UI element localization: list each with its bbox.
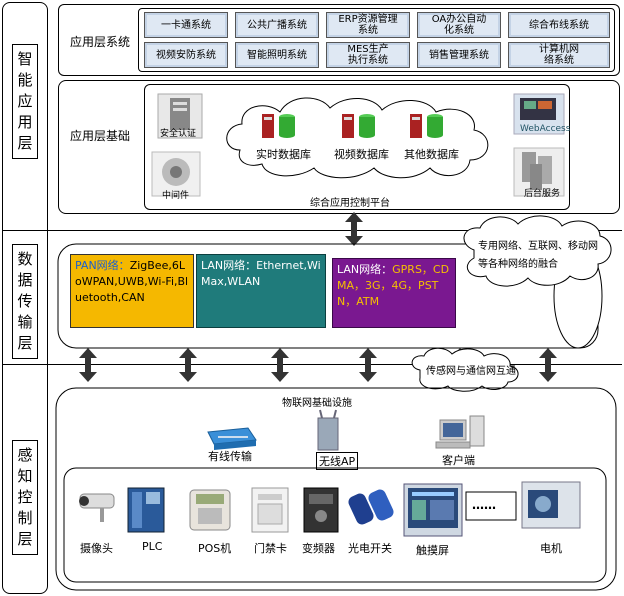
double-arrow bbox=[179, 348, 197, 382]
layer-label-perception: 感知控制层 bbox=[12, 440, 38, 555]
system-label: 视频安防系统 bbox=[156, 49, 216, 61]
infra-label: 客户端 bbox=[442, 454, 475, 467]
device-label: 光电开关 bbox=[348, 542, 392, 555]
devices-frame bbox=[63, 467, 607, 583]
perception-frame bbox=[55, 387, 617, 591]
system-button[interactable]: 销售管理系统 bbox=[417, 42, 501, 68]
system-button[interactable]: 计算机网络系统 bbox=[508, 42, 610, 68]
app-base-panel bbox=[58, 80, 620, 214]
icon-label: 后台服务 bbox=[524, 189, 561, 199]
double-arrow bbox=[345, 212, 363, 246]
backend-service-icon bbox=[513, 147, 565, 197]
system-label: 综合布线系统 bbox=[529, 19, 589, 31]
system-button[interactable]: 一卡通系统 bbox=[144, 12, 228, 38]
device-label: 电机 bbox=[540, 542, 562, 555]
camera-icon bbox=[79, 493, 115, 522]
system-button[interactable]: OA办公自动化系统 bbox=[417, 12, 501, 38]
ellipsis-box bbox=[465, 491, 517, 521]
system-button[interactable]: ERP资源管理系统 bbox=[326, 12, 410, 38]
device-label: 摄像头 bbox=[80, 542, 113, 555]
lan-text: Ethernet,WiMax,WLAN bbox=[201, 259, 321, 288]
system-button[interactable]: 视频安防系统 bbox=[144, 42, 228, 68]
perception-title: 物联网基础设施 bbox=[282, 398, 352, 409]
pan-prefix: PAN网络： bbox=[75, 259, 130, 272]
layer-divider bbox=[2, 230, 622, 231]
system-label: 智能照明系统 bbox=[247, 49, 307, 61]
system-label: 计算机网络系统 bbox=[539, 44, 579, 66]
device-label: POS机 bbox=[198, 542, 232, 555]
icon-label: 安全认证 bbox=[160, 129, 197, 139]
wan-text: GPRS，CDMA，3G，4G，PSTN，ATM bbox=[337, 263, 450, 308]
double-arrow bbox=[79, 348, 97, 382]
device-label: 变频器 bbox=[302, 542, 335, 555]
motor-icon bbox=[521, 481, 581, 529]
layer-divider bbox=[2, 364, 622, 365]
cloud-note: 专用网络、互联网、移动网等各种网络的融合 bbox=[478, 241, 598, 270]
app-systems-title: 应用层系统 bbox=[70, 35, 131, 49]
plc-icon bbox=[127, 487, 165, 533]
photoelectric-switch-icon bbox=[348, 489, 394, 525]
wired-transmission-icon bbox=[207, 427, 257, 450]
network-cloud bbox=[463, 215, 612, 287]
app-base-title: 应用层基础 bbox=[70, 129, 131, 143]
video-database-icon bbox=[342, 114, 375, 138]
ellipsis-text: …… bbox=[472, 498, 496, 512]
system-label: ERP资源管理系统 bbox=[338, 14, 398, 36]
pan-text: ZigBee,6LoWPAN,UWB,Wi-Fi,Bluetooth,CAN bbox=[75, 259, 189, 304]
system-label: 销售管理系统 bbox=[429, 49, 489, 61]
system-button[interactable]: 智能照明系统 bbox=[235, 42, 319, 68]
lan-prefix: LAN网络： bbox=[201, 259, 257, 272]
database-label: 视频数据库 bbox=[334, 148, 389, 161]
layer-label-transport: 数据传输层 bbox=[12, 244, 38, 359]
wan-network-box: LAN网络：GPRS，CDMA，3G，4G，PSTN，ATM bbox=[332, 258, 456, 328]
device-label: PLC bbox=[142, 540, 163, 553]
icon-label: 中间件 bbox=[162, 191, 190, 201]
device-label: 触摸屏 bbox=[416, 544, 449, 557]
wan-prefix: LAN网络： bbox=[337, 263, 393, 276]
system-label: MES生产执行系统 bbox=[347, 44, 389, 66]
system-button[interactable]: MES生产执行系统 bbox=[326, 42, 410, 68]
app-base-inner bbox=[144, 84, 570, 210]
app-systems-panel bbox=[58, 4, 620, 76]
layer-label-application: 智能应用层 bbox=[12, 44, 38, 159]
frequency-converter-icon bbox=[303, 487, 339, 533]
pos-machine-icon bbox=[189, 489, 231, 531]
access-card-icon bbox=[251, 487, 289, 533]
fusion-cloud bbox=[411, 347, 519, 392]
system-button[interactable]: 公共广播系统 bbox=[235, 12, 319, 38]
device-label: 门禁卡 bbox=[254, 542, 287, 555]
system-label: 一卡通系统 bbox=[161, 19, 211, 31]
infra-label: 无线AP bbox=[316, 452, 359, 470]
client-computer-icon bbox=[435, 415, 485, 449]
webaccess-icon bbox=[513, 93, 565, 135]
lan-network-box: LAN网络：Ethernet,WiMax,WLAN bbox=[196, 254, 326, 328]
database-label: 实时数据库 bbox=[256, 148, 311, 161]
system-label: 公共广播系统 bbox=[247, 19, 307, 31]
middleware-icon bbox=[151, 151, 201, 197]
other-database-icon bbox=[410, 114, 443, 138]
double-arrow bbox=[539, 348, 557, 382]
system-label: OA办公自动化系统 bbox=[431, 14, 487, 36]
fusion-note: 传感网与通信网互通 bbox=[426, 366, 516, 377]
double-arrow bbox=[359, 348, 377, 382]
infra-label: 有线传输 bbox=[208, 450, 252, 463]
pan-network-box: PAN网络：ZigBee,6LoWPAN,UWB,Wi-Fi,Bluetooth… bbox=[70, 254, 194, 328]
double-arrow bbox=[271, 348, 289, 382]
wireless-ap-icon bbox=[317, 409, 339, 451]
database-label: 其他数据库 bbox=[404, 148, 459, 161]
icon-label: WebAccess bbox=[520, 124, 571, 134]
layer-column bbox=[2, 2, 48, 594]
realtime-database-icon bbox=[262, 114, 295, 138]
touch-screen-icon bbox=[403, 483, 463, 537]
platform-label: 综合应用控制平台 bbox=[310, 198, 390, 209]
security-auth-icon bbox=[157, 93, 203, 139]
app-systems-inner bbox=[138, 8, 615, 72]
system-button[interactable]: 综合布线系统 bbox=[508, 12, 610, 38]
